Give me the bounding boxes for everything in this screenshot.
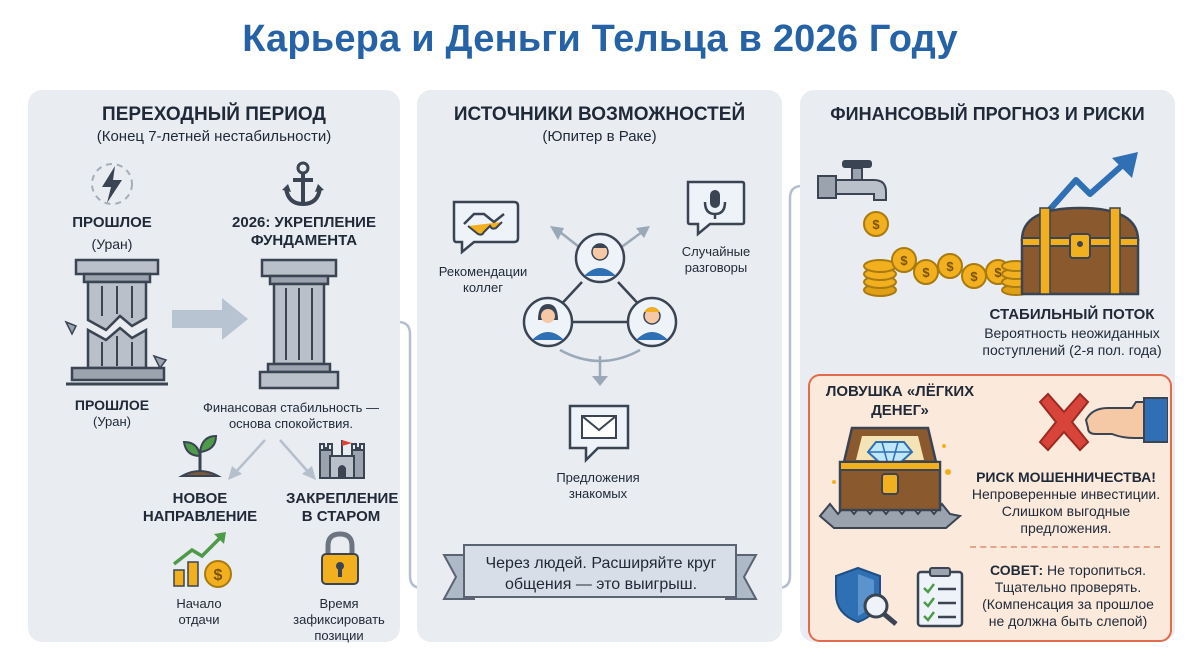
checklist-icon	[916, 567, 964, 628]
offers-label: Предложения знакомых	[556, 470, 640, 501]
column-icon	[258, 258, 340, 390]
referrals-label: Рекомендации коллег	[438, 264, 528, 295]
svg-text:$: $	[946, 259, 954, 274]
banner-text: Через людей. Расширяйте круг общения — э…	[485, 555, 717, 593]
transition-heading: ПЕРЕХОДНЫЙ ПЕРИОД	[102, 104, 326, 125]
stream-note: Вероятность неожиданных поступлений (2-я…	[982, 325, 1162, 358]
stability-note: Финансовая стабильность — основа спокойс…	[202, 400, 380, 431]
coins-icon: $ $ $ $ $ $	[863, 211, 1011, 297]
advice-text: СОВЕТ: Не торопиться. Тщательно проверят…	[974, 562, 1162, 630]
fraud-title: РИСК МОШЕННИЧЕСТВА!	[976, 469, 1156, 485]
past-top-sub: (Уран)	[91, 236, 133, 252]
banner-ribbon	[442, 544, 758, 600]
opportunities-subheading: (Юпитер в Раке)	[542, 128, 657, 145]
sprout-icon	[178, 434, 222, 477]
people-network-icon	[522, 226, 678, 386]
svg-text:$: $	[994, 265, 1002, 280]
forecast-heading: ФИНАНСОВЫЙ ПРОГНОЗ И РИСКИ	[830, 104, 1145, 124]
trap-chest-icon	[818, 426, 963, 529]
advice-body: Не торопиться. Тщательно проверять. (Ком…	[982, 562, 1154, 629]
trap-title: ЛОВУШКА «ЛЁГКИХ ДЕНЕГ»	[825, 383, 975, 419]
padlock-icon	[321, 531, 359, 585]
svg-text:$: $	[900, 253, 908, 268]
anchor-icon	[282, 161, 324, 207]
handshake-icon	[452, 200, 520, 255]
advice-label: СОВЕТ:	[989, 562, 1044, 578]
castle-icon	[319, 440, 365, 479]
stream-title: СТАБИЛЬНЫЙ ПОТОК	[989, 306, 1155, 323]
branch-arrows	[228, 439, 316, 480]
secure-old-note: Время зафиксировать позиции	[293, 596, 385, 643]
lightning-icon	[91, 163, 133, 205]
transition-subheading: (Конец 7-летней нестабильности)	[96, 128, 332, 145]
hand-icon	[1084, 397, 1168, 443]
red-cross-icon	[1038, 392, 1090, 452]
opportunities-heading: ИСТОЧНИКИ ВОЗМОЖНОСТЕЙ	[453, 104, 746, 125]
shield-icon	[835, 566, 898, 626]
treasure-chest-icon	[1001, 206, 1140, 296]
growth-chart-icon: $	[172, 532, 232, 588]
envelope-icon	[568, 404, 630, 464]
broken-column-icon	[64, 258, 168, 386]
new-direction-note: Начало отдачи	[176, 596, 222, 627]
new-direction-title: НОВОЕ НАПРАВЛЕНИЕ	[142, 490, 258, 525]
svg-text:$: $	[214, 567, 223, 584]
past-top-title: ПРОШЛОЕ	[72, 214, 152, 231]
svg-text:$: $	[872, 217, 880, 232]
microphone-icon	[686, 180, 746, 237]
advice-divider	[970, 546, 1160, 548]
conversations-label: Случайные разговоры	[681, 244, 751, 275]
secure-old-title: ЗАКРЕПЛЕНИЕ В СТАРОМ	[286, 490, 399, 525]
page-title: Карьера и Деньги Тельца в 2026 Году	[242, 18, 958, 60]
arrow-right-icon	[172, 298, 248, 340]
future-title: 2026: УКРЕПЛЕНИЕ ФУНДАМЕНТА	[232, 214, 376, 249]
past-bottom-sub: (Уран)	[93, 414, 131, 429]
svg-text:$: $	[922, 265, 930, 280]
svg-text:$: $	[970, 269, 978, 284]
fraud-note: Непроверенные инвестиции. Слишком выгодн…	[971, 486, 1161, 536]
faucet-icon	[817, 160, 887, 201]
trend-arrow-icon	[1041, 152, 1138, 218]
past-bottom-title: ПРОШЛОЕ	[74, 397, 150, 413]
